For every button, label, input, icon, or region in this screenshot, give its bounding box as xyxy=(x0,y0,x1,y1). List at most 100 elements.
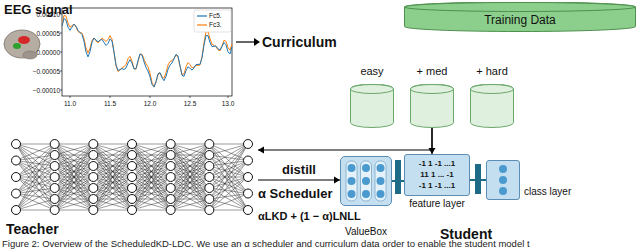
network-link xyxy=(93,144,132,199)
axis-tick-label: 11.5 xyxy=(104,99,116,108)
neuron xyxy=(89,173,98,182)
x-tick xyxy=(190,96,191,98)
network-link xyxy=(16,155,55,161)
axis-tick-label: −0.00010 xyxy=(33,86,60,95)
network-link xyxy=(16,144,55,194)
network-link xyxy=(93,188,132,210)
network-link xyxy=(93,188,132,210)
network-link xyxy=(209,144,248,199)
network-link xyxy=(209,161,248,167)
network-link xyxy=(16,177,55,194)
network-link xyxy=(132,144,171,145)
neuron xyxy=(128,162,137,171)
network-link xyxy=(16,194,55,200)
network-link xyxy=(132,144,171,188)
network-link xyxy=(93,155,132,210)
neuron xyxy=(89,206,98,215)
network-link xyxy=(209,194,248,211)
neuron xyxy=(205,195,214,204)
network-link xyxy=(16,144,55,210)
value-column xyxy=(375,161,386,201)
network-link xyxy=(171,199,210,210)
network-link xyxy=(171,144,210,188)
node-label: Training Data xyxy=(404,13,636,27)
network-link xyxy=(171,188,210,210)
network-link xyxy=(209,188,248,210)
feature-row: 11 1 ... -1 xyxy=(405,170,469,180)
cylinder-outline xyxy=(350,84,394,128)
neuron xyxy=(166,184,175,193)
axis-tick-label: 12.5 xyxy=(184,99,197,108)
arrow-head xyxy=(254,38,260,46)
network-link xyxy=(93,144,132,177)
cylinder-top xyxy=(351,85,394,94)
network-link xyxy=(55,144,94,155)
network-link xyxy=(16,166,55,210)
network-link xyxy=(209,161,248,189)
neuron xyxy=(128,206,137,215)
neuron xyxy=(166,195,175,204)
network-link xyxy=(16,155,55,210)
network-link xyxy=(55,144,94,199)
x-tick xyxy=(228,96,229,98)
network-link xyxy=(209,144,248,177)
annotation-label: αLKD + (1 − α)LNLL xyxy=(258,210,361,223)
network-link xyxy=(16,210,55,211)
network-link xyxy=(171,144,210,166)
neuron xyxy=(166,162,175,171)
value-unit xyxy=(362,190,370,198)
network-link xyxy=(171,144,210,199)
network-link xyxy=(132,166,171,210)
network-link xyxy=(171,166,210,210)
legend-label: Fc3. xyxy=(209,21,222,29)
network-link xyxy=(16,188,55,210)
x-tick xyxy=(150,96,151,98)
network-link xyxy=(171,144,210,155)
neuron xyxy=(244,206,253,215)
network-link xyxy=(16,177,55,210)
axis-tick-label: −0.00005 xyxy=(33,67,60,76)
network-link xyxy=(93,199,132,210)
network-link xyxy=(55,199,94,210)
flow-arrow xyxy=(429,128,436,154)
network-link xyxy=(209,161,248,211)
axis-tick-label: 0.00005 xyxy=(37,29,61,38)
y-tick xyxy=(60,52,62,53)
neuron xyxy=(12,156,21,165)
cylinder-body xyxy=(471,84,514,128)
brain-image xyxy=(4,30,40,58)
cylinder-outline xyxy=(470,84,514,128)
layer-bar xyxy=(395,160,401,194)
network-link xyxy=(55,144,94,177)
network-link xyxy=(55,155,94,210)
network-link xyxy=(209,144,248,194)
neuron xyxy=(205,184,214,193)
network-link xyxy=(209,144,248,210)
node-heading: + med xyxy=(417,64,448,78)
y-tick xyxy=(60,33,62,34)
neural-network xyxy=(6,136,258,218)
network-link xyxy=(171,199,210,210)
network-link xyxy=(55,166,94,210)
network-link xyxy=(93,144,132,177)
valuebox-node: ValueBox xyxy=(340,156,392,238)
network-link xyxy=(55,188,94,210)
network-link xyxy=(16,166,55,194)
network-link xyxy=(171,144,210,199)
axis-tick-label: 11.0 xyxy=(64,99,76,108)
network-link xyxy=(55,144,94,210)
legend-line-sample xyxy=(197,15,207,16)
flow-arrow xyxy=(258,128,432,154)
network-link xyxy=(171,144,210,155)
network-link xyxy=(55,144,94,188)
network-node: Teacher xyxy=(6,136,258,238)
neuron xyxy=(205,140,214,149)
node-heading: easy xyxy=(360,64,383,78)
neuron xyxy=(12,173,21,182)
neuron xyxy=(50,184,59,193)
network-link xyxy=(16,144,55,210)
flow-arrow xyxy=(236,41,254,42)
x-tick xyxy=(70,96,71,98)
network-link xyxy=(132,199,171,210)
